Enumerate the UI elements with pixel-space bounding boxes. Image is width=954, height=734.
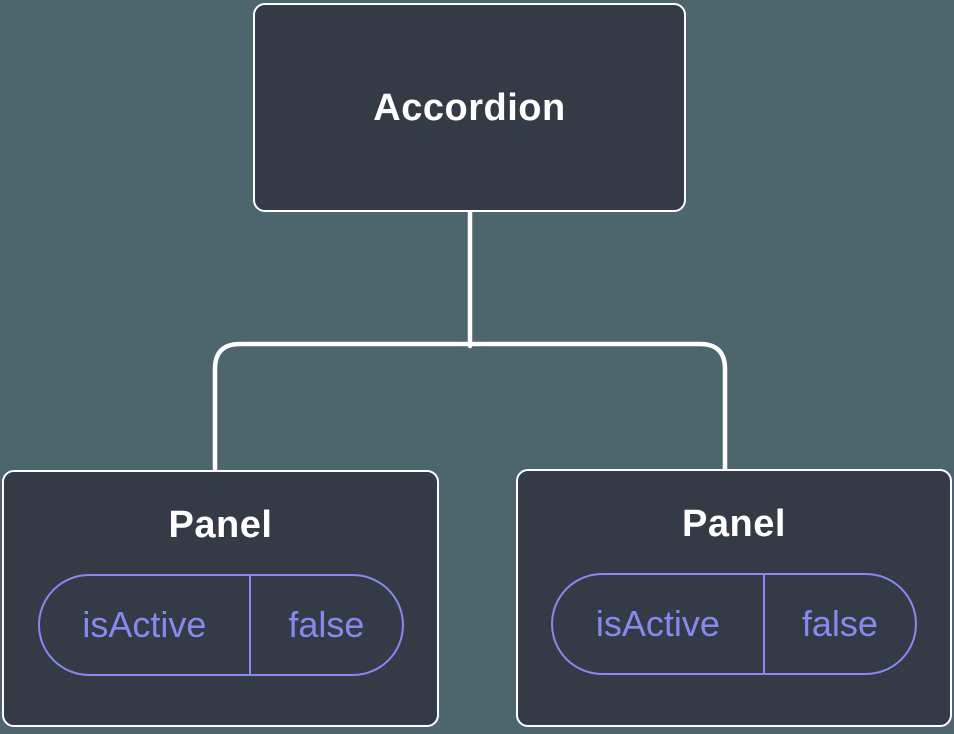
component-node-panel-2: Panel isActive false	[516, 469, 952, 727]
panel-2-state-value: false	[801, 603, 878, 644]
connector-branch	[212, 341, 728, 473]
panel-2-state-key: isActive	[553, 575, 765, 673]
accordion-node-label: Accordion	[373, 86, 566, 129]
panel-1-state-pill: isActive false	[37, 573, 404, 676]
panel-1-state-key: isActive	[40, 575, 252, 674]
component-node-panel-1: Panel isActive false	[2, 470, 439, 727]
component-node-accordion: Accordion	[253, 3, 686, 212]
panel-1-state-value: false	[288, 603, 365, 645]
panel-2-node-label: Panel	[682, 503, 786, 545]
panel-2-state-pill: isActive false	[551, 573, 917, 675]
panel-1-node-label: Panel	[168, 503, 273, 546]
